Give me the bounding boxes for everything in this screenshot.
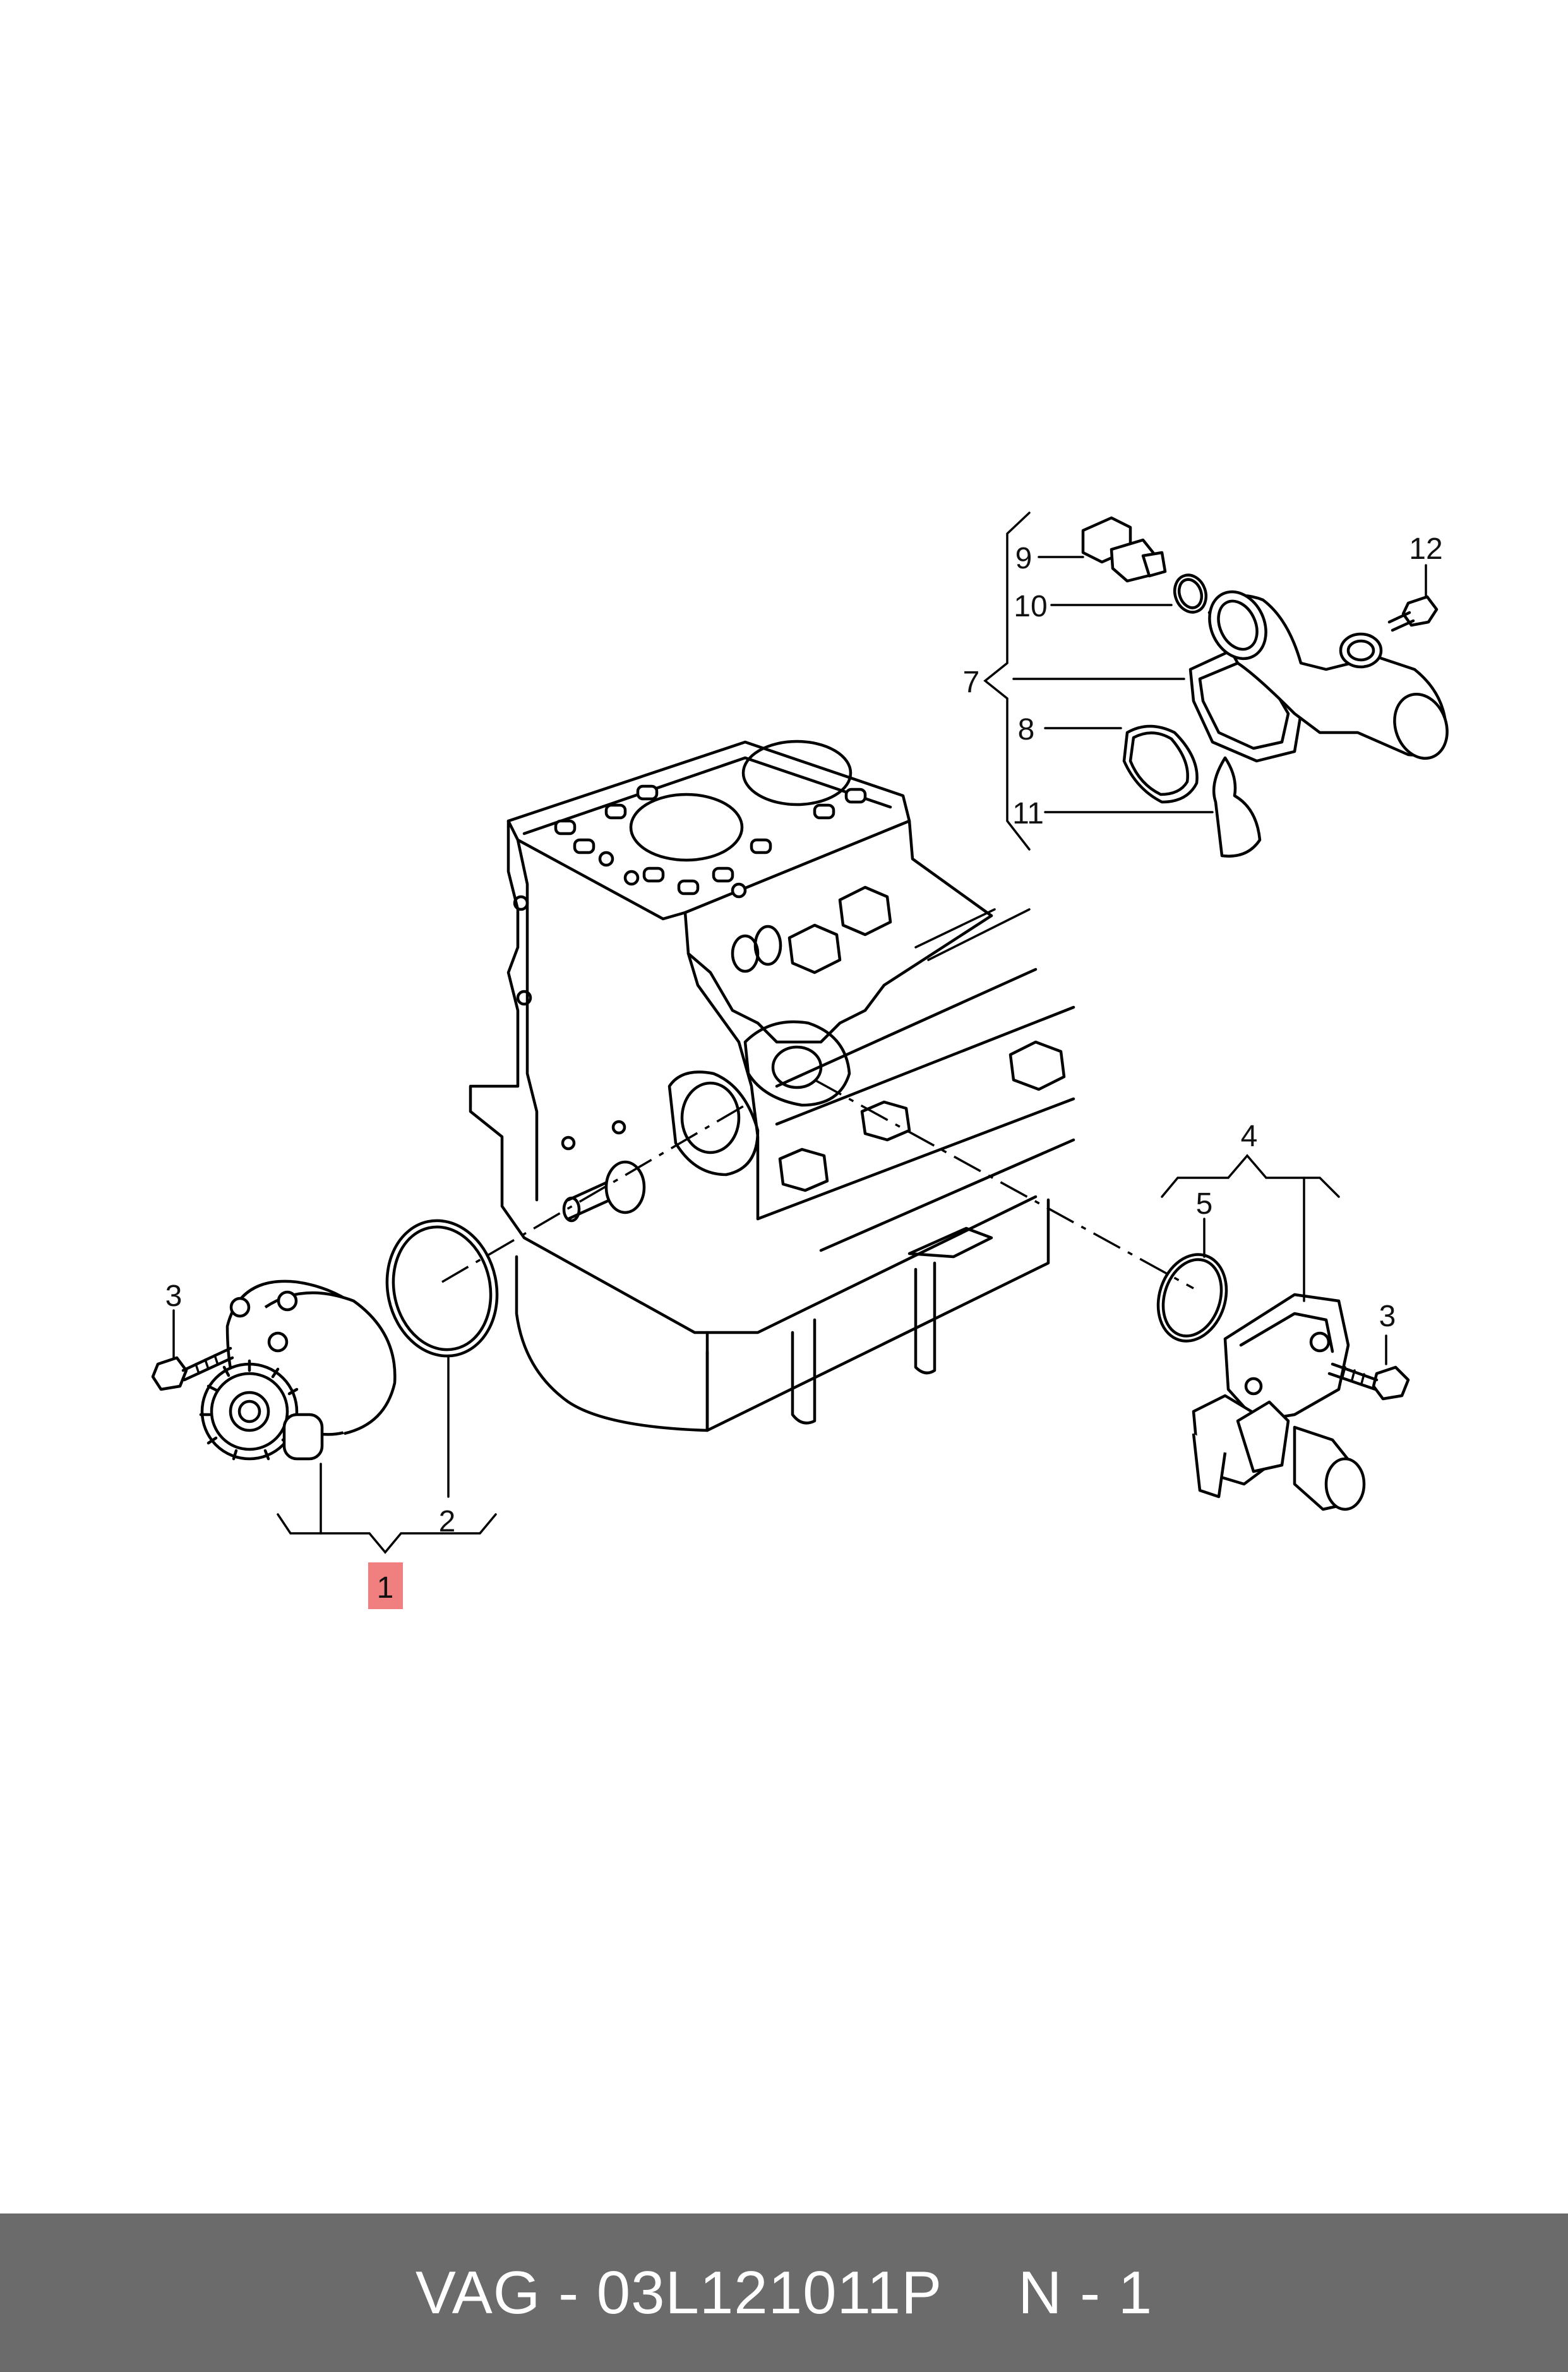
thermostat-housing: [1192, 1293, 1366, 1511]
axis-water-pump: [441, 1104, 746, 1283]
callout-11: 11: [1012, 797, 1044, 830]
coolant-flange: [1081, 516, 1449, 858]
o-ring-2: [385, 1219, 499, 1358]
parts-diagram: 1 2 3 3 4 5 7 8 9 10 11 12: [151, 512, 1449, 1609]
axis-thermostat: [814, 1079, 1194, 1290]
water-pump: [199, 1279, 397, 1461]
callout-10: 10: [1014, 590, 1047, 623]
callout-2: 2: [439, 1505, 456, 1538]
callout-9: 9: [1015, 542, 1032, 575]
leader-lines: [172, 512, 1427, 1554]
bolt-right: [1327, 1362, 1410, 1401]
bolt-left: [151, 1346, 234, 1391]
callout-1-highlight: [368, 1562, 403, 1609]
callout-8: 8: [1018, 713, 1035, 746]
part-number: VAG - 03L121011P: [415, 2258, 943, 2327]
callout-3-right: 3: [1379, 1300, 1396, 1333]
callout-1: 1: [377, 1571, 394, 1605]
part-number-footer: VAG - 03L121011P N - 1: [0, 2213, 1568, 2372]
callout-12: 12: [1409, 532, 1442, 566]
callout-7: 7: [963, 666, 980, 699]
quantity: N - 1: [1018, 2258, 1153, 2327]
callout-3-left: 3: [165, 1279, 183, 1313]
callout-5: 5: [1196, 1187, 1213, 1221]
engine-block: [469, 740, 1075, 1432]
o-ring-5: [1156, 1253, 1228, 1343]
callout-4: 4: [1241, 1120, 1258, 1153]
